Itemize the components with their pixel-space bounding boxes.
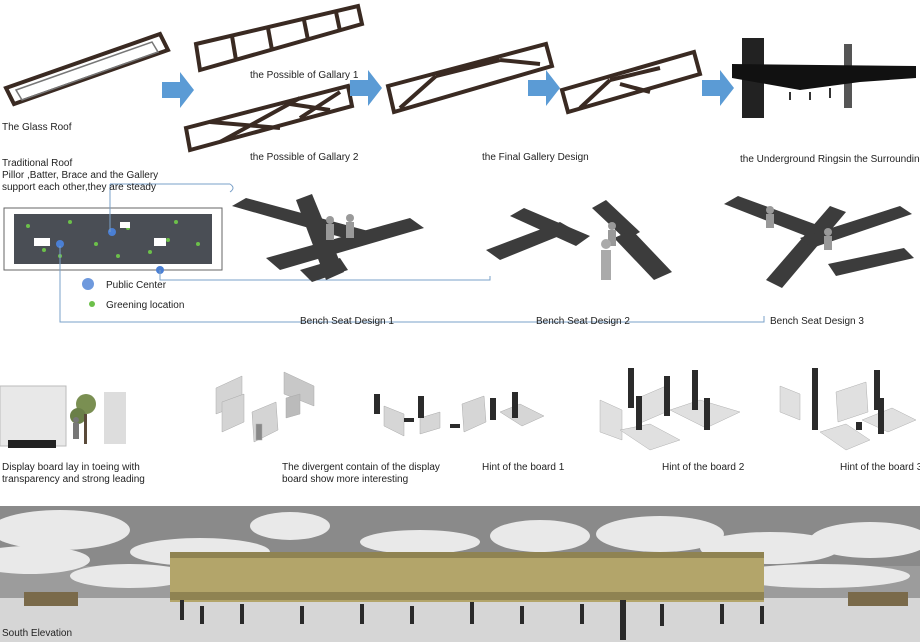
divergent-boards xyxy=(215,371,315,443)
board-hint-2 xyxy=(599,368,741,451)
process-arrows xyxy=(162,70,734,108)
label-final-gallery: the Final Gallery Design xyxy=(482,152,589,163)
arrow-icon xyxy=(350,70,382,106)
label-divergent: The divergent contain of the display boa… xyxy=(282,462,440,485)
label-gallary-1: the Possible of Gallary 1 xyxy=(250,70,359,81)
glass-roof-frame xyxy=(3,31,171,107)
bench-seat-2 xyxy=(486,200,672,280)
label-hint-3: Hint of the board 3 xyxy=(840,462,920,473)
label-south-elevation: South Elevation xyxy=(2,628,73,639)
label-gallary-2: the Possible of Gallary 2 xyxy=(250,152,359,163)
legend-greening-location: Greening location xyxy=(106,300,185,311)
label-traditional-roof: Traditional Roof Pillor ,Batter, Brace a… xyxy=(2,158,159,193)
board-hint-3 xyxy=(779,368,917,451)
gallery-refined-frame xyxy=(559,49,703,115)
arrow-icon xyxy=(528,70,560,106)
label-bench-2: Bench Seat Design 2 xyxy=(536,316,630,327)
legend-public-marker xyxy=(82,278,94,290)
legend-greening-marker xyxy=(89,301,95,307)
label-hint-1: Hint of the board 1 xyxy=(482,462,565,473)
gallary-1-frame xyxy=(193,3,365,73)
underground-ring-structure xyxy=(732,38,916,118)
label-bench-1: Bench Seat Design 1 xyxy=(300,316,394,327)
label-bench-3: Bench Seat Design 3 xyxy=(770,316,864,327)
display-board-scene xyxy=(0,385,126,448)
label-hint-2: Hint of the board 2 xyxy=(662,462,745,473)
board-hint-1 xyxy=(374,392,545,437)
south-elevation xyxy=(0,506,920,642)
gallary-2-frame xyxy=(183,83,355,153)
leader-lines xyxy=(59,183,765,323)
label-underground: the Underground Ringsin the Surrounding xyxy=(740,154,920,165)
site-plan xyxy=(3,207,223,307)
final-gallery-frame xyxy=(385,41,555,115)
arrow-icon xyxy=(702,70,734,106)
label-display-board: Display board lay in toeing with transpa… xyxy=(2,462,145,485)
label-glass-roof: The Glass Roof xyxy=(2,122,72,133)
arrow-icon xyxy=(162,72,194,108)
legend-public-center: Public Center xyxy=(106,280,167,291)
bench-seat-1 xyxy=(232,194,424,282)
bench-seat-3 xyxy=(724,196,914,288)
